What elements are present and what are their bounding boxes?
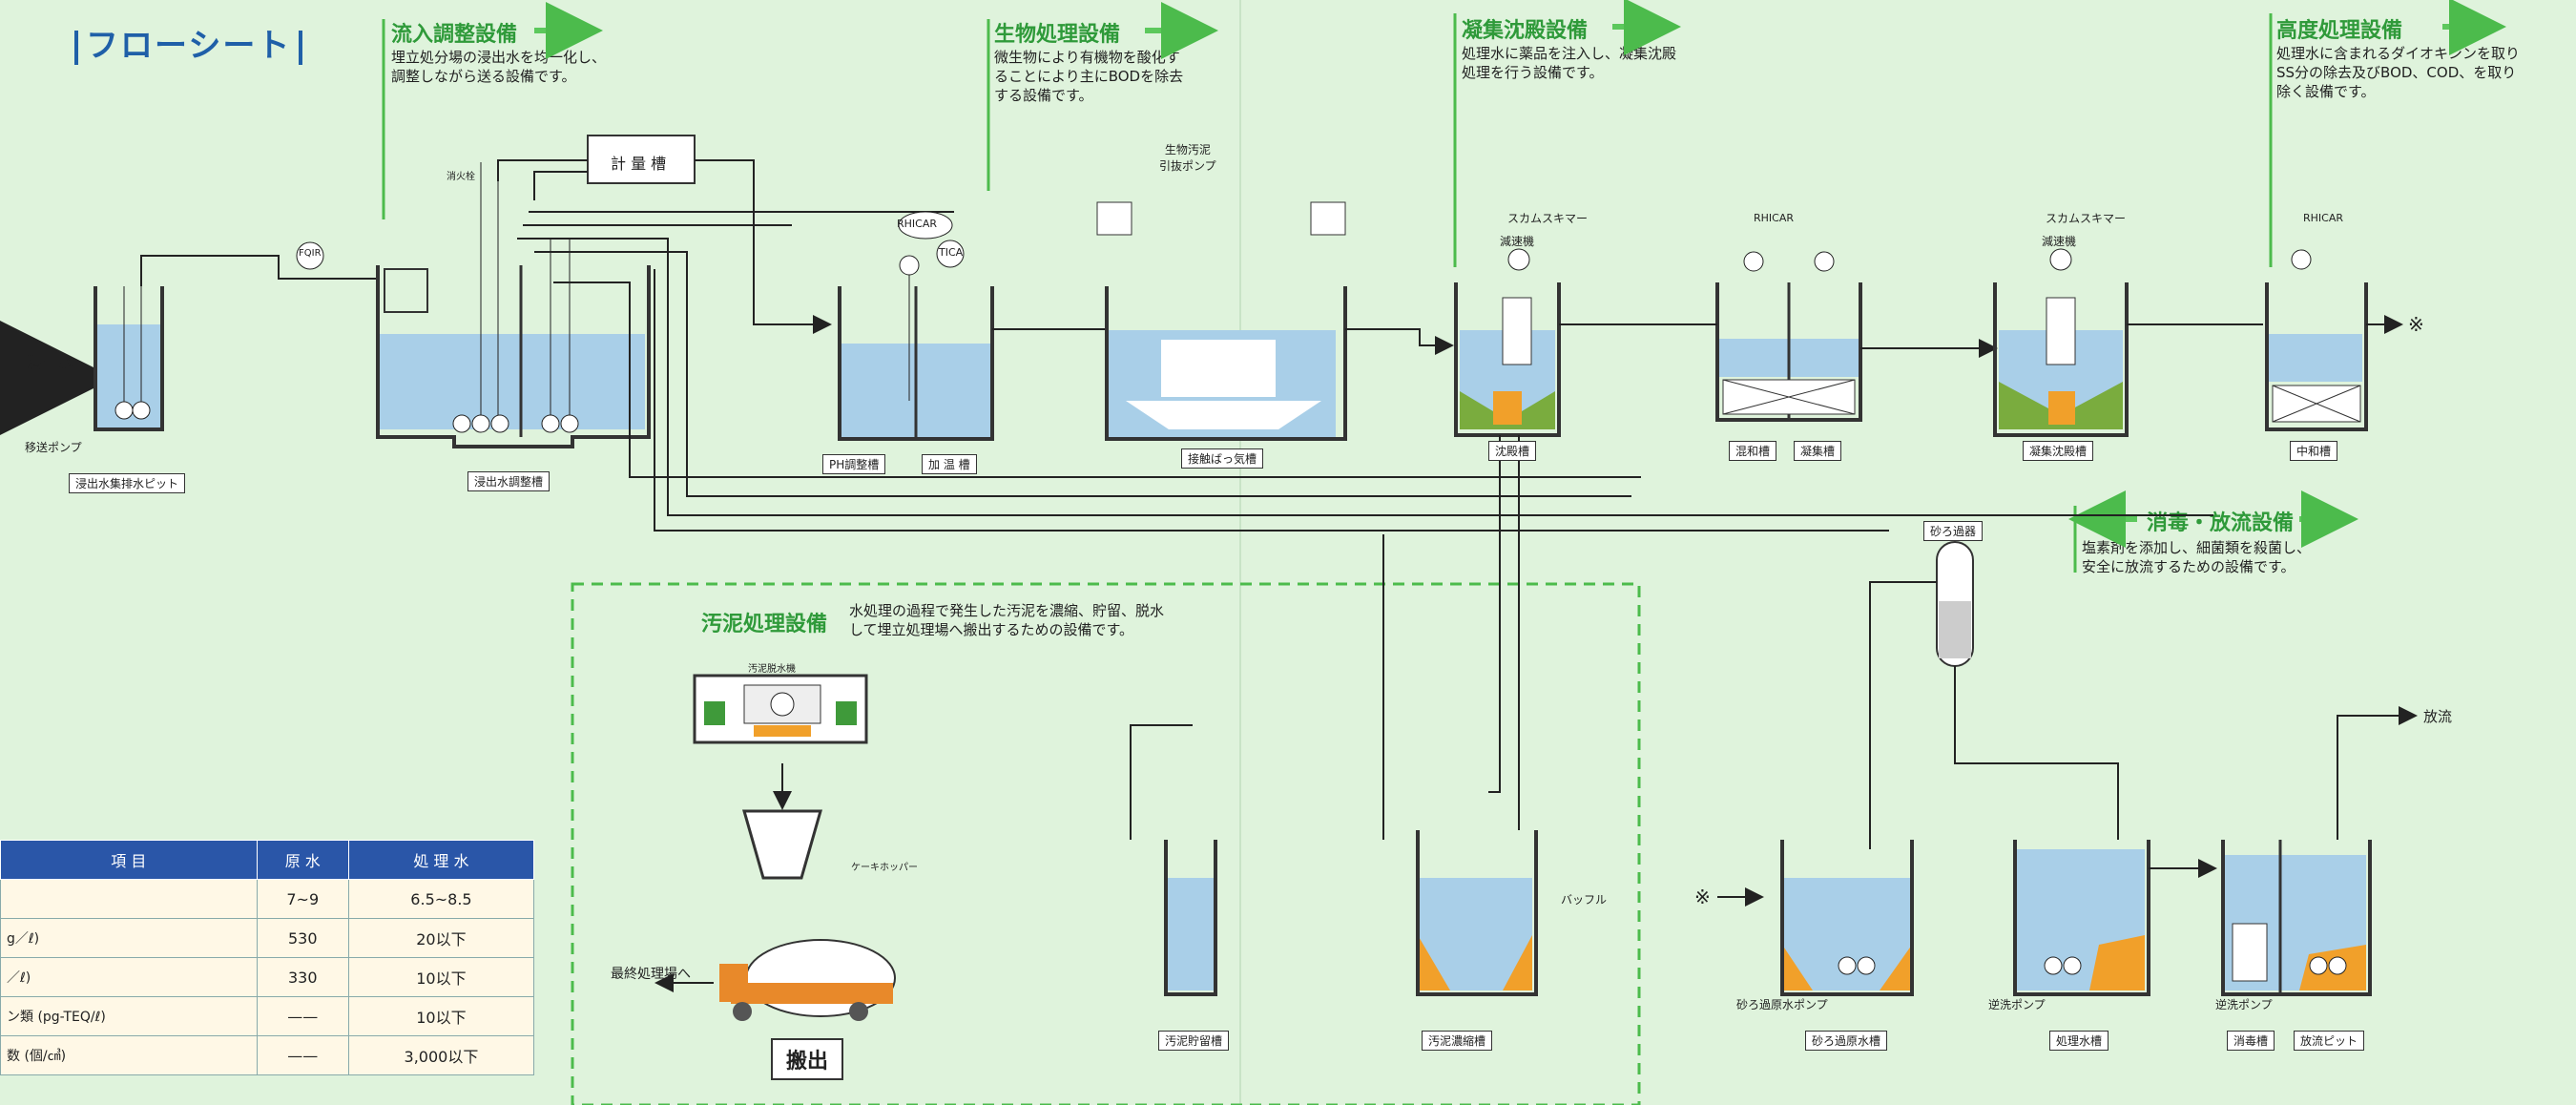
page-title: フローシート — [67, 19, 310, 66]
header-treated: 処 理 水 — [347, 840, 535, 880]
carry-out-badge: 搬出 — [771, 1038, 844, 1080]
back-pump-2-label: 逆洗ポンプ — [2215, 998, 2273, 1011]
reducer-1-label: 減速機 — [1500, 235, 1535, 248]
pit-label: 浸出水集排水ピット — [69, 473, 186, 493]
row-raw: —— — [256, 996, 349, 1036]
header-item: 項 目 — [0, 840, 258, 880]
header-raw: 原 水 — [256, 840, 349, 880]
sand-tank-label: 砂ろ過原水槽 — [1805, 1031, 1888, 1051]
table-row: ／ℓ) 330 10以下 — [0, 957, 535, 997]
ref-mark-1: ※ — [2408, 313, 2424, 336]
ph-tank — [838, 211, 994, 441]
leachate-in-label: 浸出水 — [27, 353, 73, 371]
mix-tank-label: 混和槽 — [1729, 441, 1777, 461]
coag-settle-tank-label: 凝集沈殿槽 — [2023, 441, 2094, 461]
cake-hopper — [742, 809, 822, 880]
discharge-label: 放流 — [2423, 708, 2453, 725]
mix-floc-tank — [1715, 251, 1862, 422]
cake-hopper-label: ケーキホッパー — [851, 863, 918, 873]
section-arrows — [534, 0, 2506, 548]
row-treated: 20以下 — [347, 918, 535, 958]
sludge-pump-label: 生物汚泥 引抜ポンプ — [1159, 143, 1216, 173]
settle-tank — [1454, 248, 1561, 437]
row-raw: —— — [256, 1035, 349, 1075]
disinfect-tank — [2221, 840, 2372, 996]
fqir-label: FQIR — [299, 248, 322, 259]
row-item: ン類 (pg-TEQ/ℓ) — [0, 996, 258, 1036]
coag-section-title: 凝集沈殿設備 — [1462, 19, 1589, 43]
disinfect-section-desc: 塩素剤を添加し、細菌類を殺菌し、 安全に放流するための設備です。 — [2082, 539, 2312, 575]
sludge-section-desc: 水処理の過程で発生した汚泥を濃縮、貯留、脱水 して埋立処理場へ搬出するための設備… — [849, 602, 1165, 638]
tica-label: TICA — [939, 246, 964, 259]
inflow-section-desc: 埋立処分場の浸出水を均一化し、 調整しながら送る設備です。 — [391, 49, 607, 85]
bio-section-desc: 微生物により有機物を酸化す ることにより主にBODを除去 する設備です。 — [994, 49, 1184, 104]
settle-tank-label: 沈殿槽 — [1488, 441, 1537, 461]
table-row: g／ℓ) 530 20以下 — [0, 918, 535, 958]
rhicar-3-label: RHICAR — [2303, 212, 2344, 224]
reducer-2-label: 減速機 — [2042, 235, 2077, 248]
disinfect-tank-label: 消毒槽 — [2227, 1031, 2275, 1051]
row-item: g／ℓ) — [0, 918, 258, 958]
row-treated: 3,000以下 — [347, 1035, 535, 1075]
baffle-label: バッフル — [1561, 893, 1608, 907]
neutral-tank — [2265, 249, 2368, 431]
scum-skimmer-1-label: スカムスキマー — [1507, 212, 1589, 225]
treated-tank — [2013, 840, 2150, 996]
row-item: ／ℓ) — [0, 957, 258, 997]
floc-tank-label: 凝集槽 — [1794, 441, 1842, 461]
coag-settle-tank — [1993, 248, 2129, 437]
sludge-section-title: 汚泥処理設備 — [701, 613, 828, 636]
pit-tank — [93, 286, 164, 431]
adjust-tank — [376, 162, 651, 448]
final-site-label: 最終処理場へ — [611, 967, 691, 982]
quality-table: 項 目 原 水 処 理 水 7~9 6.5~8.5 g／ℓ) 530 20以下 … — [0, 840, 535, 1075]
sand-raw-tank — [1780, 840, 1914, 996]
table-row: 数 (個/㎤) —— 3,000以下 — [0, 1035, 535, 1075]
coag-section-desc: 処理水に薬品を注入し、凝集沈殿 処理を行う設備です。 — [1462, 45, 1677, 81]
rhicar-2-label: RHICAR — [1754, 212, 1795, 224]
contact-tank — [1096, 201, 1347, 441]
sludge-store-tank — [1164, 840, 1217, 996]
table-row: ン類 (pg-TEQ/ℓ) —— 10以下 — [0, 996, 535, 1036]
heat-tank-label: 加 温 槽 — [922, 454, 977, 474]
bio-section-title: 生物処理設備 — [994, 23, 1121, 47]
sand-filter-label: 砂ろ過器 — [1923, 521, 1984, 541]
sludge-thick-tank — [1416, 830, 1538, 996]
row-treated: 10以下 — [347, 957, 535, 997]
ph-tank-label: PH調整槽 — [822, 454, 886, 474]
table-row: 7~9 6.5~8.5 — [0, 879, 535, 919]
advanced-section-title: 高度処理設備 — [2276, 19, 2403, 43]
row-raw: 530 — [256, 918, 349, 958]
neutral-tank-label: 中和槽 — [2290, 441, 2338, 461]
table-header-row: 項 目 原 水 処 理 水 — [0, 840, 535, 880]
dewater-machine — [693, 674, 868, 744]
meter-tank-label: 計 量 槽 — [611, 155, 667, 173]
row-treated: 10以下 — [347, 996, 535, 1036]
transfer-pump-label: 移送ポンプ — [25, 441, 82, 454]
treated-tank-label: 処理水槽 — [2049, 1031, 2109, 1051]
row-treated: 6.5~8.5 — [347, 879, 535, 919]
row-raw: 7~9 — [256, 879, 349, 919]
sludge-store-label: 汚泥貯留槽 — [1158, 1031, 1230, 1051]
sludge-area-box — [571, 582, 1641, 1105]
rhicar-1-label: RHICAR — [897, 218, 938, 230]
truck — [719, 939, 896, 1021]
sand-pump-label: 砂ろ過原水ポンプ — [1736, 998, 1828, 1011]
ref-mark-2: ※ — [1694, 886, 1711, 908]
discharge-pit-label: 放流ピット — [2294, 1031, 2365, 1051]
row-raw: 330 — [256, 957, 349, 997]
inflow-section-title: 流入調整設備 — [391, 23, 518, 47]
contact-tank-label: 接触ばっ気槽 — [1181, 448, 1264, 469]
sludge-thick-label: 汚泥濃縮槽 — [1422, 1031, 1493, 1051]
adjust-tank-label: 浸出水調整槽 — [467, 471, 551, 491]
row-item: 数 (個/㎤) — [0, 1035, 258, 1075]
back-pump-1-label: 逆洗ポンプ — [1988, 998, 2046, 1011]
sand-filter — [1936, 541, 1974, 667]
fire-hydrant-label: 消火栓 — [447, 172, 475, 182]
row-item — [0, 879, 258, 919]
dewater-label: 汚泥脱水機 — [748, 664, 796, 675]
scum-skimmer-2-label: スカムスキマー — [2046, 212, 2127, 225]
